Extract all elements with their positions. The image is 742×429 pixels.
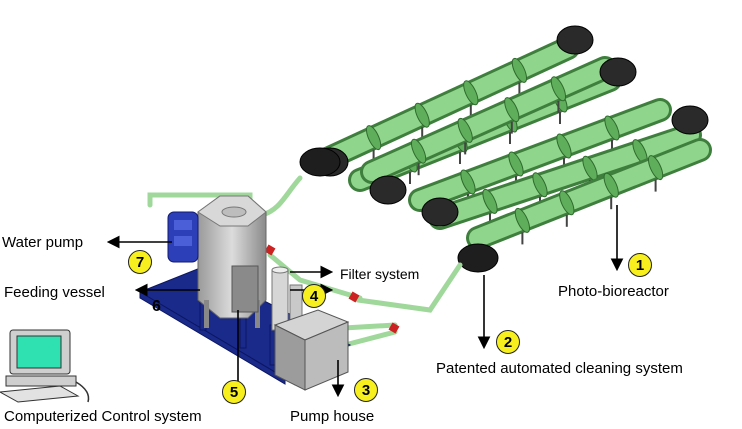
feeding-vessel-label: Feeding vessel (4, 284, 105, 301)
badge-5: 5 (222, 380, 246, 404)
tube-elbow (556, 25, 594, 55)
tube-ring (414, 102, 430, 128)
tube-ring (532, 172, 548, 198)
tube-ring (559, 190, 575, 216)
tube-ring (410, 138, 427, 164)
tube-ring (463, 80, 479, 106)
tube-ring (482, 188, 498, 214)
photobioreactor-label: Photo-bioreactor (558, 283, 669, 300)
tube-ring (508, 151, 524, 177)
tube-elbow (369, 175, 407, 205)
tube-ring (604, 115, 620, 141)
tube-manifold (457, 243, 499, 273)
tube-elbow (671, 105, 709, 135)
badge-2: 2 (496, 330, 520, 354)
tube-ring (550, 76, 567, 102)
water-pump (167, 211, 199, 263)
reactor-tube-fill (363, 59, 614, 181)
pump-house (273, 309, 350, 391)
tube-ring (556, 133, 572, 159)
tube-ring (511, 57, 528, 83)
reactor-tube-fill (431, 126, 699, 227)
tube-ring (514, 207, 531, 233)
control-box (231, 265, 259, 313)
pump-house-label: Pump house (290, 408, 375, 425)
tube-ring (603, 172, 619, 198)
tube-ring (460, 169, 476, 195)
badge-3: 3 (354, 378, 378, 402)
tube-ring (504, 97, 520, 123)
badge-1: 1 (628, 253, 652, 277)
filter-unit (271, 266, 303, 331)
tube-manifold (299, 147, 341, 177)
tube-ring (647, 155, 664, 181)
tube-elbow (599, 57, 637, 87)
reactor-tube-fill (469, 141, 709, 247)
reactor-tube-fill (316, 39, 577, 169)
badge-6: 6 (152, 298, 161, 315)
reactor-tube-fill (411, 101, 669, 209)
photobioreactor-tubes (299, 25, 712, 273)
cleaning-system-label: Patented automated cleaning system (436, 360, 683, 377)
filter-system-label: Filter system (340, 266, 420, 282)
control-system-label: Computerized Control system (4, 408, 202, 425)
water-pump-label: Water pump (2, 234, 84, 251)
badge-4: 4 (302, 284, 326, 308)
tube-ring (365, 125, 382, 151)
tube-ring (457, 117, 473, 143)
badge-7: 7 (128, 250, 152, 274)
tube-elbow (421, 197, 459, 227)
computer-icon (0, 329, 90, 403)
